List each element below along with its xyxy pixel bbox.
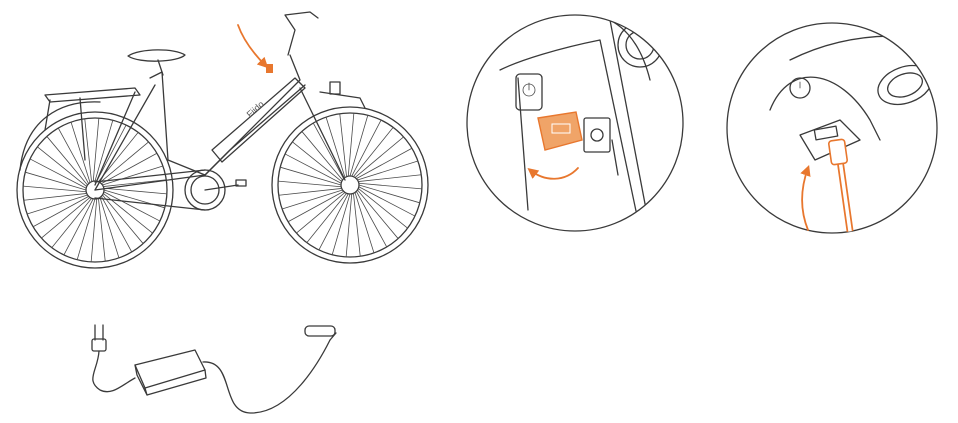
battery-downtube <box>212 78 305 162</box>
front-fender <box>320 92 365 108</box>
spoke <box>355 192 374 252</box>
curved-arrow-icon <box>530 168 578 179</box>
pointer-arrow <box>238 25 266 66</box>
chain <box>95 170 205 210</box>
spoke <box>103 180 166 187</box>
plug-icon <box>95 325 103 340</box>
front-wheel <box>272 107 428 263</box>
spoke <box>358 175 421 182</box>
open-port-cover-figure <box>467 15 683 231</box>
rear-rack <box>45 88 140 102</box>
display-knob <box>618 23 662 67</box>
spoke <box>85 119 92 182</box>
charger-plug <box>828 139 847 165</box>
spoke <box>27 195 87 214</box>
upward-arrow <box>802 168 808 230</box>
bike-illustration: Fiido <box>17 12 428 268</box>
charge-port-icon <box>266 64 273 73</box>
spoke <box>100 197 119 257</box>
spoke <box>282 190 342 209</box>
plug-in-charger-figure <box>727 23 940 245</box>
handlebar <box>285 12 318 55</box>
spoke <box>357 161 417 180</box>
charger-adapter <box>92 325 336 413</box>
spoke <box>71 122 90 182</box>
spoke <box>279 188 342 195</box>
adapter-brick <box>135 350 205 388</box>
spoke <box>24 193 87 200</box>
saddle <box>128 50 185 61</box>
headlight <box>330 82 340 94</box>
brand-label: Fiido <box>245 99 266 119</box>
crank <box>205 185 238 190</box>
spoke <box>98 198 105 261</box>
spoke <box>340 114 347 177</box>
charge-socket <box>591 129 603 141</box>
spoke <box>353 193 360 256</box>
dc-connector <box>305 326 335 336</box>
rubber-cover <box>538 112 582 150</box>
